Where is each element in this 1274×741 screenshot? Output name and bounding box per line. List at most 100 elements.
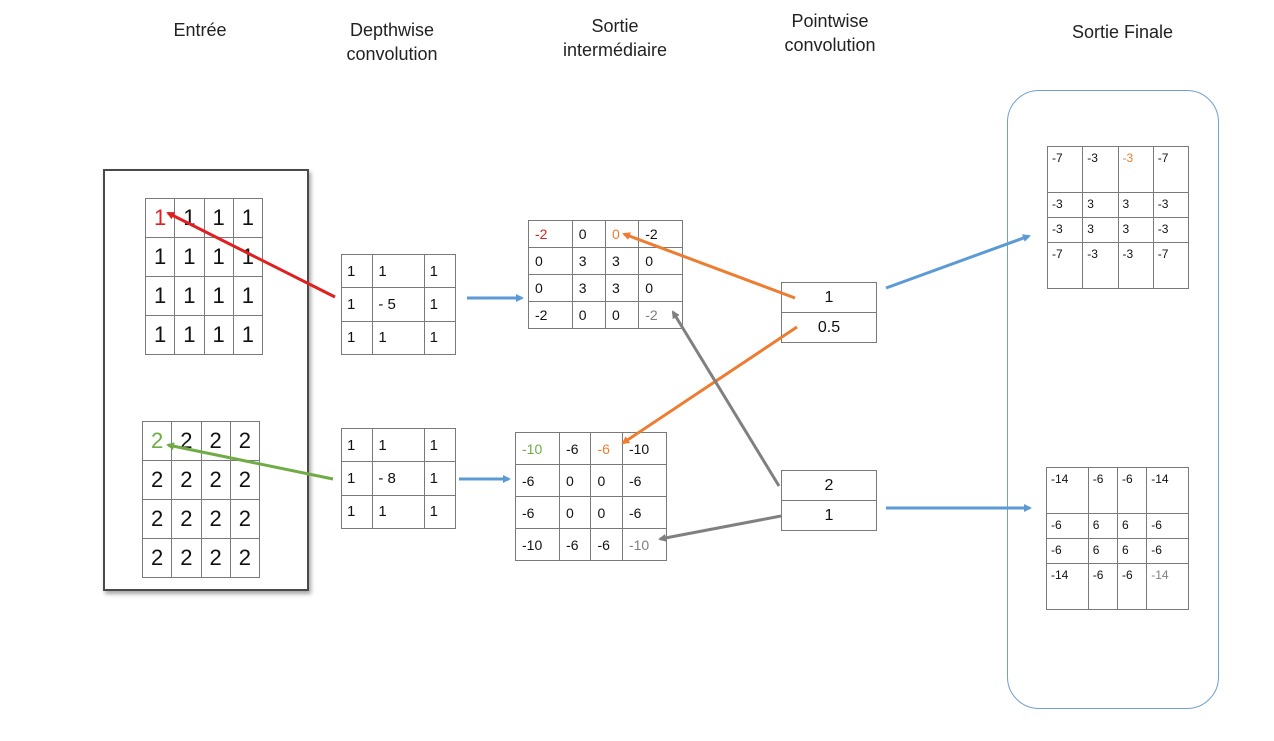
grid-row: 0 3 3 0: [528, 247, 683, 275]
intermediate-cell: 3: [604, 274, 640, 302]
pointwise-kernel-1: 1 0.5: [781, 282, 877, 343]
input-container: [103, 169, 309, 591]
intermediate-cell: 0: [590, 464, 623, 497]
grid-row: -6 0 0 -6: [514, 464, 668, 497]
final-cell: -3: [1046, 217, 1084, 243]
intermediate-cell: 0: [528, 247, 573, 275]
final-cell: 3: [1117, 192, 1154, 218]
input-cell: 1: [144, 315, 176, 355]
pointwise-cell: 1: [781, 500, 877, 531]
kernel-cell: 1: [340, 253, 374, 289]
input-cell: 2: [200, 538, 231, 578]
final-cell: 6: [1116, 538, 1148, 564]
final-output-container: [1007, 90, 1219, 709]
grid-row: -10 -6 -6 -10: [514, 432, 668, 465]
grid-row: 0 3 3 0: [528, 274, 683, 302]
header-input-text: Entrée: [173, 20, 227, 40]
kernel-cell: 1: [423, 253, 457, 289]
final-cell: -7: [1152, 242, 1190, 289]
intermediate-cell: -10: [514, 432, 561, 465]
kernel-cell: - 5: [372, 287, 425, 322]
kernel-cell: 1: [372, 320, 425, 356]
depthwise-kernel-2: 1 1 1 1 - 8 1 1 1 1: [340, 427, 457, 530]
arrow-gray-2: [658, 514, 782, 542]
intermediate-cell: 0: [590, 496, 623, 529]
grid-row: 1 1 1 1: [144, 198, 264, 238]
intermediate-cell: 3: [604, 247, 640, 275]
final-cell: -6: [1146, 513, 1189, 539]
final-output-2: -14 -6 -6 -14 -6 6 6 -6 -6 6 6 -6 -14 -6…: [1046, 467, 1189, 610]
kernel-cell: 1: [423, 320, 457, 356]
final-cell: 3: [1082, 217, 1119, 243]
grid-row: 1: [781, 500, 877, 531]
input-cell: 1: [174, 315, 205, 355]
input-cell: 2: [171, 499, 202, 539]
intermediate-cell: 0: [571, 301, 606, 329]
final-cell: -7: [1046, 146, 1084, 193]
arrow-gray-1: [671, 310, 781, 487]
grid-row: 2: [781, 470, 877, 501]
final-cell: -14: [1146, 467, 1189, 514]
header-final-text: Sortie Finale: [1071, 22, 1174, 42]
grid-row: 2 2 2 2: [141, 421, 261, 461]
final-cell: -6: [1146, 538, 1189, 564]
input-cell: 2: [141, 460, 173, 500]
grid-row: 1 - 5 1: [340, 287, 457, 322]
header-pointwise: Pointwise convolution: [760, 9, 900, 57]
header-intermediate: Sortie intermédiaire: [540, 14, 690, 62]
header-final: Sortie Finale: [1050, 20, 1195, 44]
header-pointwise-line1: Pointwise: [791, 11, 869, 31]
kernel-cell: 1: [340, 494, 374, 530]
intermediate-cell: -6: [590, 528, 623, 561]
grid-row: -3 3 3 -3: [1046, 217, 1190, 243]
kernel-cell: 1: [372, 494, 425, 530]
input-cell: 2: [171, 538, 202, 578]
intermediate-output-1: -2 0 0 -2 0 3 3 0 0 3 3 0 -2 0 0 -2: [528, 220, 683, 329]
intermediate-cell: -2: [528, 301, 573, 329]
grid-row: 1 1 1: [340, 253, 457, 289]
grid-row: -6 6 6 -6: [1046, 513, 1189, 539]
grid-row: -10 -6 -6 -10: [514, 528, 668, 561]
pointwise-cell: 1: [781, 282, 877, 313]
final-cell: 3: [1082, 192, 1119, 218]
final-cell: -6: [1116, 467, 1148, 514]
final-cell: -14: [1046, 467, 1089, 514]
grid-row: 1 1 1: [340, 427, 457, 463]
final-cell: -3: [1152, 192, 1190, 218]
grid-row: 2 2 2 2: [141, 499, 261, 539]
intermediate-cell: -6: [559, 528, 592, 561]
final-cell: -7: [1152, 146, 1190, 193]
intermediate-cell: 0: [604, 220, 640, 248]
grid-row: -2 0 0 -2: [528, 301, 683, 329]
final-cell: -6: [1046, 513, 1089, 539]
grid-row: 2 2 2 2: [141, 538, 261, 578]
input-grid-1: 1 1 1 1 1 1 1 1 1 1 1 1 1 1 1 1: [144, 198, 264, 355]
final-cell: -7: [1046, 242, 1084, 289]
final-cell: 6: [1087, 513, 1118, 539]
grid-row: -7 -3 -3 -7: [1046, 146, 1190, 193]
grid-row: -14 -6 -6 -14: [1046, 563, 1189, 610]
intermediate-cell: -10: [621, 432, 668, 465]
header-pointwise-line2: convolution: [784, 35, 876, 55]
grid-row: 0.5: [781, 312, 877, 343]
grid-row: -6 0 0 -6: [514, 496, 668, 529]
input-cell: 2: [229, 538, 261, 578]
input-cell: 1: [144, 276, 176, 316]
final-cell: -14: [1146, 563, 1189, 610]
grid-row: -14 -6 -6 -14: [1046, 467, 1189, 514]
grid-row: 2 2 2 2: [141, 460, 261, 500]
pointwise-cell: 2: [781, 470, 877, 501]
depthwise-kernel-1: 1 1 1 1 - 5 1 1 1 1: [340, 253, 457, 356]
grid-row: -2 0 0 -2: [528, 220, 683, 248]
arrow-orange-2: [621, 325, 798, 445]
input-cell: 2: [200, 499, 231, 539]
final-cell: -6: [1087, 563, 1118, 610]
final-cell: -3: [1117, 146, 1154, 193]
final-cell: -3: [1082, 146, 1119, 193]
kernel-cell: 1: [423, 427, 457, 463]
grid-row: 1 1 1 1: [144, 276, 264, 316]
grid-row: 1: [781, 282, 877, 313]
header-depthwise: Depthwise convolution: [322, 18, 462, 66]
pointwise-cell: 0.5: [781, 312, 877, 343]
input-cell: 1: [232, 276, 264, 316]
